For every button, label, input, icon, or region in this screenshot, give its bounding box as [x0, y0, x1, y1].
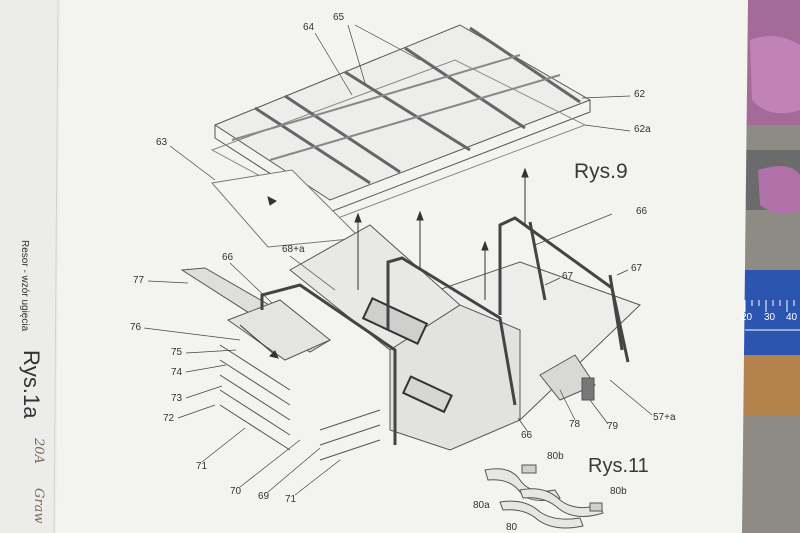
roof-rib	[284, 94, 401, 174]
purple-clip	[758, 166, 800, 214]
body-assembly	[180, 216, 641, 461]
window	[361, 297, 429, 345]
part-label-66: 66	[222, 252, 234, 263]
roof-rib	[404, 46, 526, 130]
part-label-78: 78	[569, 419, 581, 430]
ruler-ticks	[744, 300, 800, 331]
part-label-71: 71	[196, 461, 208, 472]
ruler-number: 40	[786, 312, 798, 323]
side-caption: Resor - wzór ugięcia	[19, 240, 30, 332]
handwritten-note: 20A	[31, 438, 46, 464]
figure-title-rys1a: Rys.1a	[19, 350, 44, 419]
clip-80b	[521, 464, 537, 474]
part-label-80: 80	[506, 522, 518, 533]
part-79	[581, 377, 595, 401]
part-label-67: 67	[631, 263, 643, 274]
part-label-70: 70	[230, 486, 242, 497]
cabinet-shelves	[219, 344, 291, 451]
roof-cross-rib	[269, 74, 561, 161]
wood-block	[738, 355, 800, 415]
part-label-68a: 68+a	[282, 244, 305, 255]
ruler	[740, 270, 800, 355]
part-label-77: 77	[133, 275, 145, 286]
part-label-74: 74	[171, 367, 183, 378]
paper-edge-line	[53, 0, 59, 533]
part-label-62a: 62a	[634, 124, 651, 135]
ruler-number: 30	[764, 312, 776, 323]
frame-arch	[386, 256, 517, 406]
part-label-80a: 80a	[473, 500, 490, 511]
window-lower	[401, 375, 453, 414]
part-label-80b: 80b	[547, 451, 564, 462]
part-label-76: 76	[130, 322, 142, 333]
spring-80	[499, 500, 584, 529]
assembly-arrows	[239, 167, 529, 359]
front-wall	[389, 304, 521, 451]
roof-rib	[344, 70, 471, 152]
roof-assembly	[210, 24, 592, 248]
part-78	[539, 354, 596, 401]
purple-object-detail	[750, 36, 800, 114]
frame-arch-67	[528, 221, 624, 351]
paper-left-edge	[0, 0, 60, 533]
part-label-63: 63	[156, 137, 168, 148]
roof-rib	[469, 26, 581, 104]
part-label-72: 72	[163, 413, 175, 424]
part-label-75: 75	[171, 347, 183, 358]
part-label-71: 71	[285, 494, 297, 505]
roof-rib	[254, 106, 371, 185]
handwritten-note: Graw	[31, 488, 46, 524]
figure-title-rys11: Rys.11	[588, 455, 649, 477]
frame-arch-66	[260, 283, 397, 445]
part-label-66: 66	[521, 430, 533, 441]
roof-cross-rib	[231, 54, 521, 141]
part-label-80b: 80b	[610, 486, 627, 497]
part-label-62: 62	[634, 89, 646, 100]
ruler-number: 20	[741, 312, 753, 323]
spring-parts	[484, 464, 604, 529]
part-label-66: 66	[636, 206, 648, 217]
leader-lines	[143, 24, 653, 496]
part-label-65: 65	[333, 12, 345, 23]
spring-80b	[519, 488, 604, 518]
part-label-57a: 57+a	[653, 412, 676, 423]
part-label-69: 69	[258, 491, 270, 502]
clip-80b	[589, 502, 603, 512]
lower-shelves	[319, 409, 381, 461]
part-label-79: 79	[607, 421, 619, 432]
part-label-67: 67	[562, 271, 574, 282]
figure-title-rys9: Rys.9	[574, 160, 628, 183]
part-label-64: 64	[303, 22, 315, 33]
part-label-73: 73	[171, 393, 183, 404]
